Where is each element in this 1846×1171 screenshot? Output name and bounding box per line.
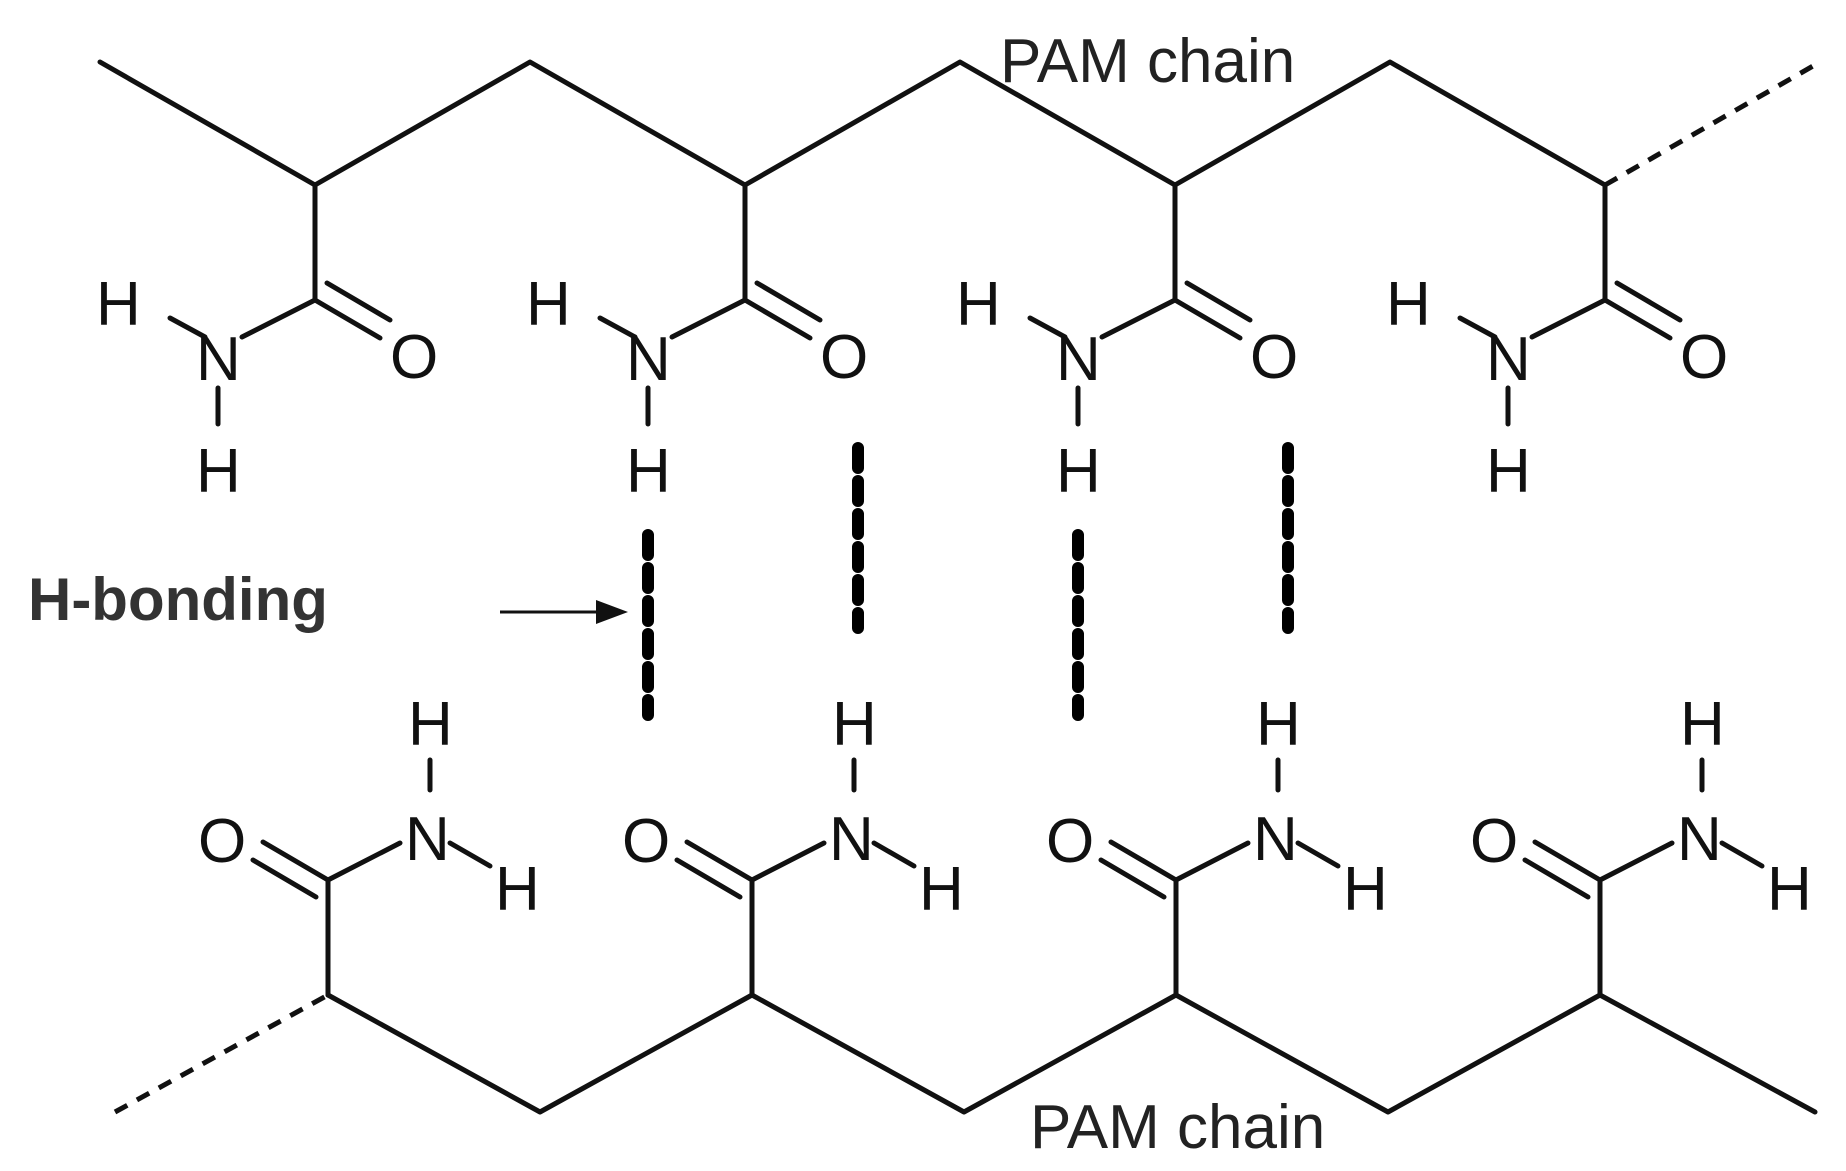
- top-amide-4-co-bond-b: [1614, 280, 1683, 323]
- bottom-amide-1-o: O: [198, 807, 246, 876]
- top-amide-2-o: O: [820, 323, 868, 392]
- top-amide-1-n: N: [196, 325, 241, 394]
- top-amide-3-h-bottom: H: [1056, 437, 1101, 506]
- bottom-amide-4-co-bond-b: [1522, 857, 1591, 900]
- top-amide-4: H N H O: [1386, 182, 1728, 506]
- bottom-chain-backbone: [325, 992, 1818, 1115]
- top-amide-2: H N H O: [526, 182, 868, 506]
- bottom-amide-3-h-top: H: [1256, 690, 1301, 759]
- bottom-chain-label: PAM chain: [1030, 1093, 1325, 1162]
- top-amide-2-cn-bond: [669, 297, 748, 340]
- top-amide-3-n: N: [1056, 325, 1101, 394]
- top-amide-3-nh-bond: [1027, 315, 1068, 340]
- h-bonding-label: H-bonding: [28, 566, 328, 633]
- bottom-amide-2-nh-bond: [871, 840, 917, 869]
- bottom-amide-2-cn-bond: [749, 840, 827, 883]
- top-chain-continuation: [1603, 59, 1822, 188]
- hydrogen-bonds: [642, 442, 1294, 721]
- top-amide-4-o: O: [1680, 323, 1728, 392]
- top-amide-2-co-bond-a: [742, 297, 813, 341]
- bottom-amide-3-n: N: [1253, 805, 1298, 874]
- bottom-amide-1-co-bond-a: [260, 839, 331, 883]
- bottom-amide-2-co-bond-a: [684, 839, 755, 883]
- top-pam-chain: PAM chain: [97, 27, 1822, 188]
- bottom-amide-3-co-bond-a: [1108, 839, 1179, 883]
- bottom-amide-2-co-bond-b: [674, 857, 743, 900]
- bottom-amide-3-cn-bond: [1173, 840, 1251, 883]
- bottom-amide-3: O N H H: [1046, 690, 1388, 998]
- top-amide-4-cn-bond: [1529, 297, 1608, 340]
- top-amide-1-h-left: H: [96, 270, 141, 339]
- top-amide-3-cn-bond: [1099, 297, 1178, 340]
- bottom-amide-1-co-bond-b: [250, 857, 319, 900]
- top-amide-1-o: O: [390, 323, 438, 392]
- bottom-amide-3-co-bond-b: [1098, 857, 1167, 900]
- top-amide-3-co-bond-a: [1172, 297, 1243, 341]
- bottom-amide-4-nh-bond: [1719, 840, 1765, 869]
- top-amide-3-h-left: H: [956, 270, 1001, 339]
- bottom-amide-3-nh-bond: [1295, 840, 1341, 869]
- bottom-amide-2-h-top: H: [832, 690, 877, 759]
- top-amide-1-cn-bond: [239, 297, 318, 340]
- top-amide-2-n: N: [626, 325, 671, 394]
- bottom-amide-1-cn-bond: [325, 840, 403, 883]
- bottom-amide-3-h-right: H: [1343, 855, 1388, 924]
- top-amide-4-co-bond-a: [1602, 297, 1673, 341]
- bottom-chain-continuation: [113, 992, 330, 1115]
- top-amide-4-h-left: H: [1386, 270, 1431, 339]
- top-amide-1-co-bond-a: [312, 297, 383, 341]
- top-amide-1: H N H O: [96, 182, 438, 506]
- bottom-amide-2-o: O: [622, 807, 670, 876]
- bottom-amide-4-n: N: [1677, 805, 1722, 874]
- top-amide-2-nh-bond: [597, 315, 638, 340]
- h-bonding-arrow-head: [596, 600, 628, 624]
- top-chain-backbone: [97, 59, 1608, 188]
- top-amide-4-n: N: [1486, 325, 1531, 394]
- top-amide-2-h-bottom: H: [626, 437, 671, 506]
- bottom-amide-1-n: N: [405, 805, 450, 874]
- top-amide-3: H N H O: [956, 182, 1298, 506]
- bottom-amide-2-h-right: H: [919, 855, 964, 924]
- bottom-amide-1: O N H H: [198, 690, 540, 998]
- bottom-amide-4-h-top: H: [1680, 690, 1725, 759]
- bottom-amide-1-h-right: H: [495, 855, 540, 924]
- top-amide-1-co-bond-b: [324, 280, 393, 323]
- bottom-amide-3-o: O: [1046, 807, 1094, 876]
- top-amide-1-h-bottom: H: [196, 437, 241, 506]
- top-chain-label: PAM chain: [1000, 27, 1295, 96]
- bottom-amide-1-nh-bond: [447, 840, 493, 869]
- bottom-amide-1-h-top: H: [408, 690, 453, 759]
- top-amide-4-h-bottom: H: [1486, 437, 1531, 506]
- bottom-amide-4-o: O: [1470, 807, 1518, 876]
- bottom-amide-4-h-right: H: [1767, 855, 1812, 924]
- h-bonding-annotation: H-bonding: [28, 566, 628, 633]
- top-amide-4-nh-bond: [1457, 315, 1498, 340]
- bottom-pam-chain: PAM chain: [113, 992, 1818, 1162]
- bottom-amide-4-co-bond-a: [1532, 839, 1603, 883]
- top-amide-2-h-left: H: [526, 270, 571, 339]
- top-amide-3-co-bond-b: [1184, 280, 1253, 323]
- bottom-amide-2-n: N: [829, 805, 874, 874]
- bottom-amide-4: O N H H: [1470, 690, 1812, 998]
- bottom-amide-4-cn-bond: [1597, 840, 1675, 883]
- top-amide-2-co-bond-b: [754, 280, 823, 323]
- bottom-amide-2: O N H H: [622, 690, 964, 998]
- top-amide-3-o: O: [1250, 323, 1298, 392]
- top-amide-1-nh-bond: [167, 315, 208, 340]
